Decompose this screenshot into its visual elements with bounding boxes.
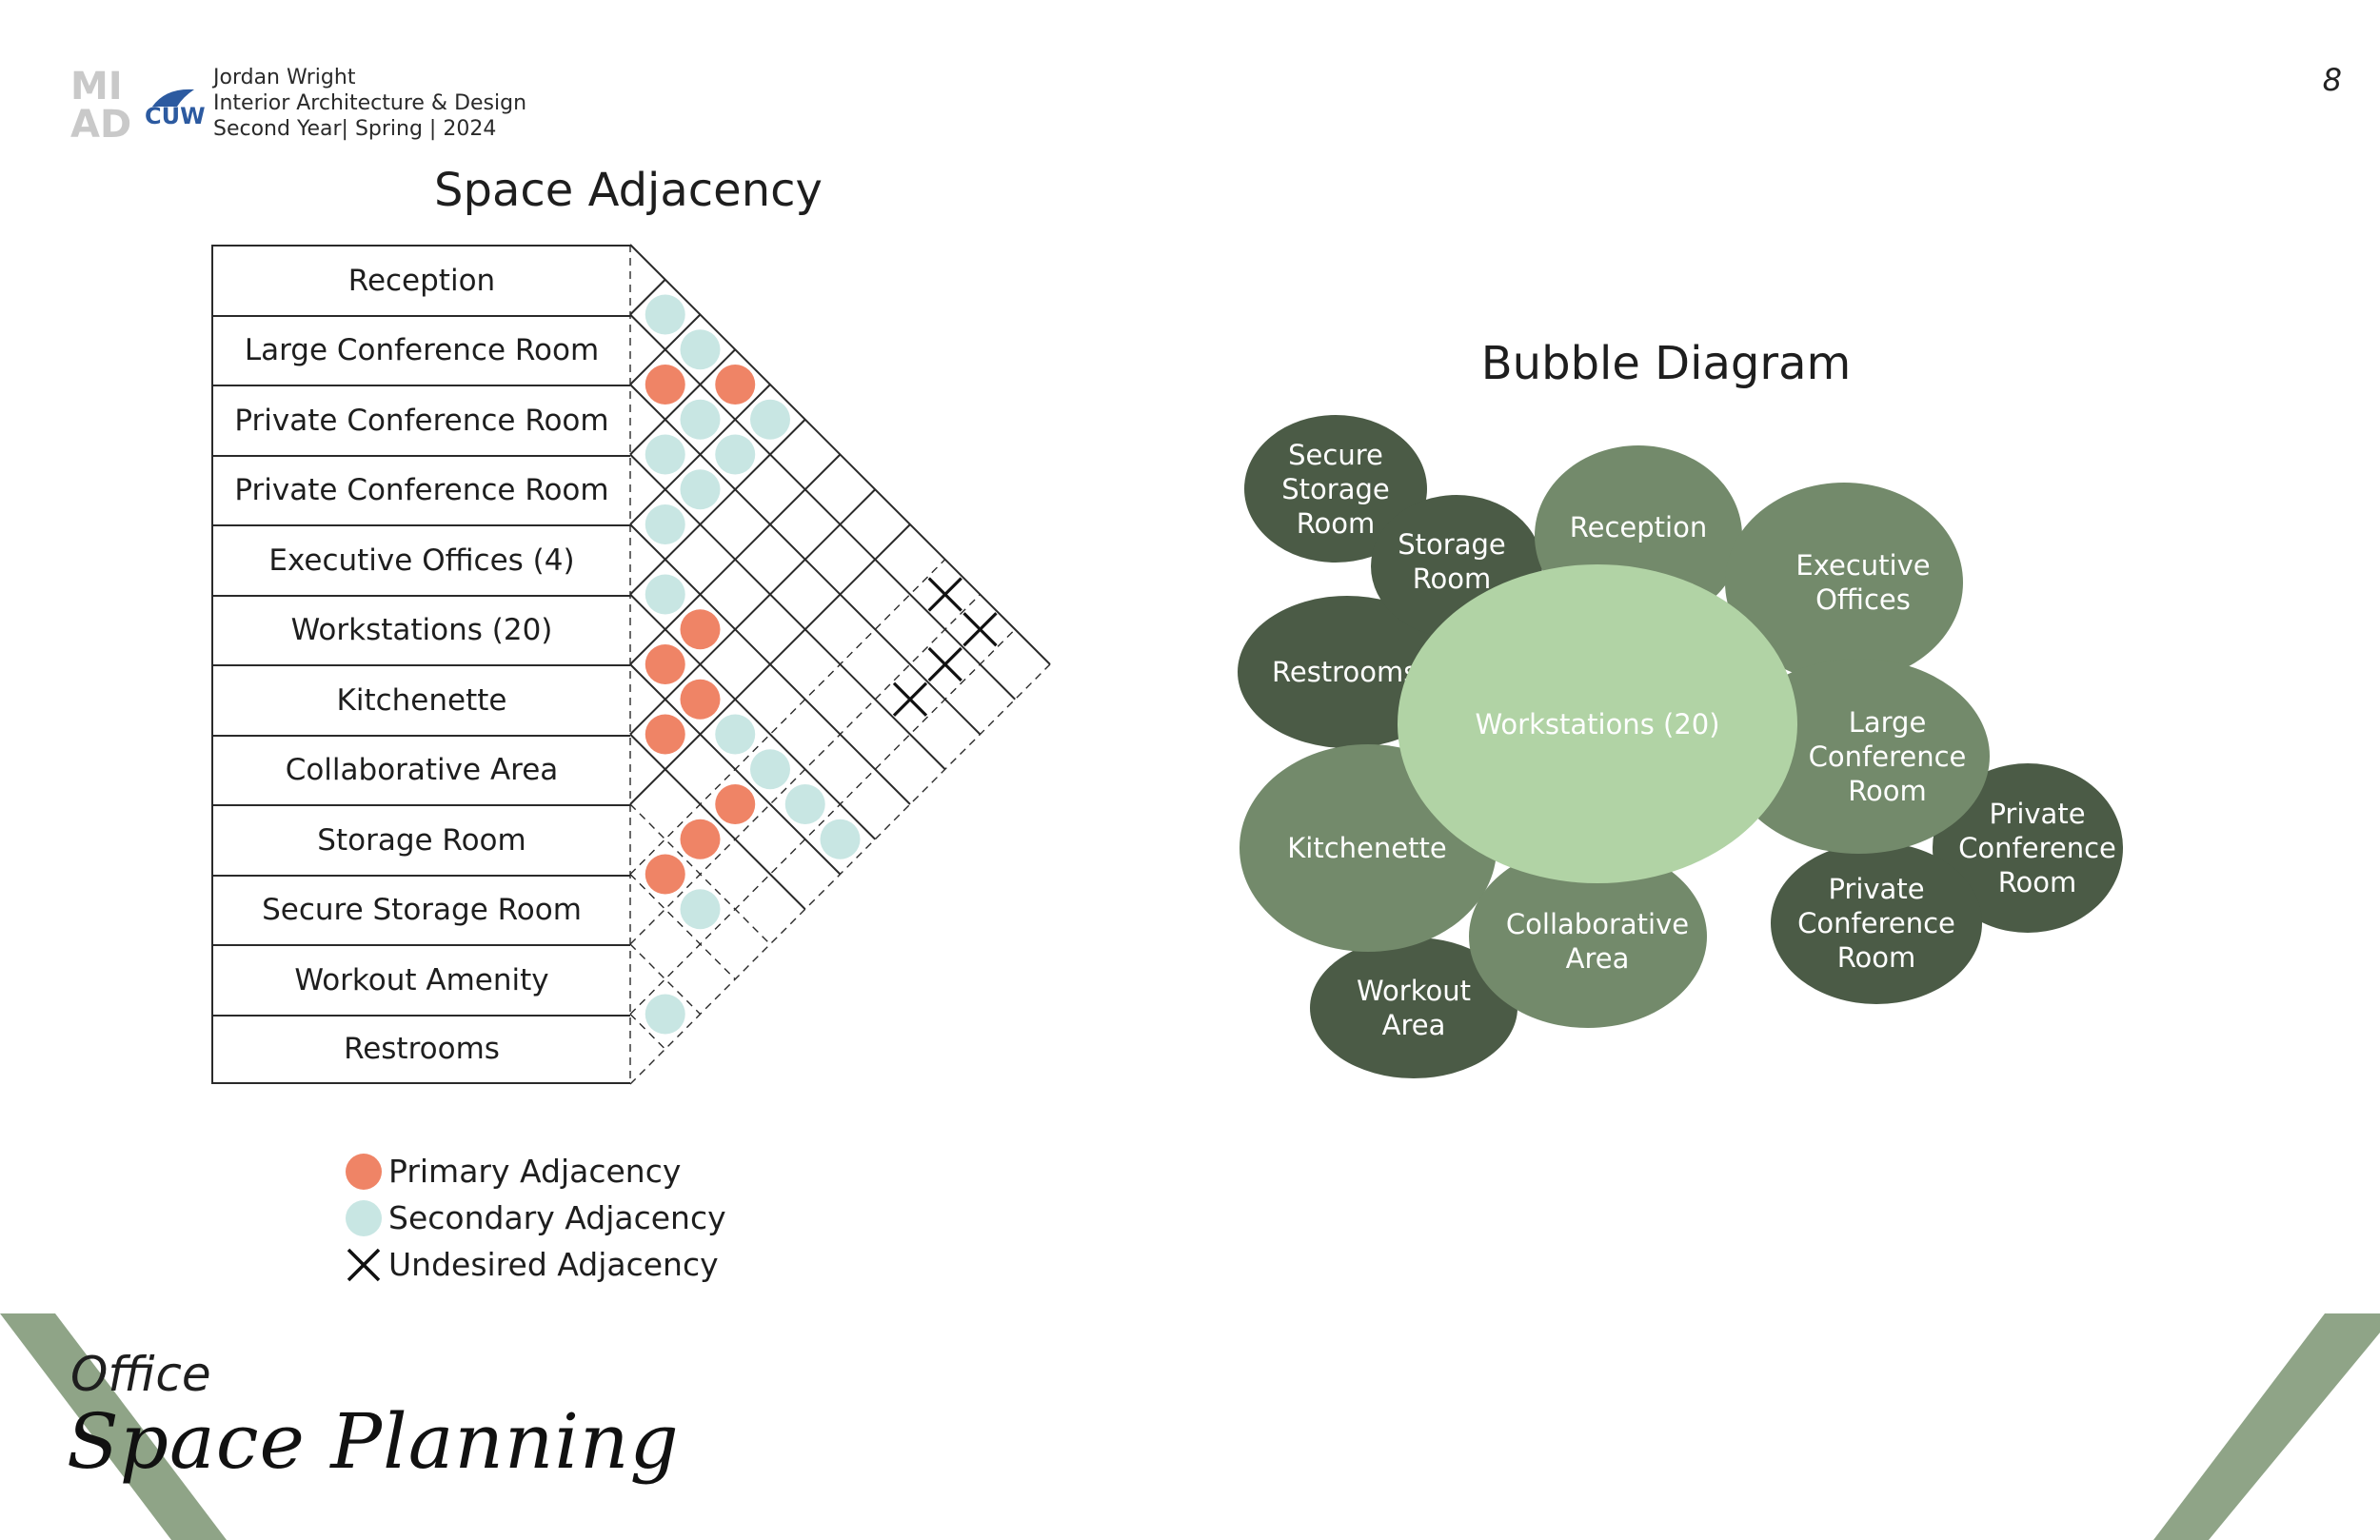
x-stroke bbox=[927, 646, 962, 682]
adjacency-row: Large Conference Room bbox=[211, 314, 630, 385]
footer-accent-bands bbox=[0, 1313, 2380, 1540]
matrix-grid-line bbox=[629, 594, 981, 945]
section-title: Space Planning bbox=[67, 1397, 680, 1486]
adjacency-row: Kitchenette bbox=[211, 664, 630, 735]
secondary-adjacency-dot bbox=[750, 399, 790, 440]
matrix-grid-line bbox=[629, 523, 911, 805]
adjacency-matrix bbox=[629, 244, 1051, 1085]
matrix-grid-line bbox=[629, 733, 806, 910]
secondary-adjacency-dot bbox=[645, 574, 685, 615]
matrix-grid-line bbox=[629, 1014, 666, 1050]
secondary-adjacency-dot bbox=[645, 434, 685, 475]
undesired-adjacency-mark bbox=[927, 646, 962, 682]
school-logo: MI AD CUW bbox=[70, 67, 206, 143]
logo-miad-bottom: AD bbox=[70, 103, 131, 143]
primary-adjacency-dot bbox=[680, 679, 721, 720]
adjacency-legend: Primary Adjacency Secondary Adjacency Un… bbox=[345, 1148, 726, 1288]
adjacency-row: Executive Offices (4) bbox=[211, 524, 630, 595]
matrix-grid-line bbox=[629, 348, 736, 456]
term-label: Second Year| Spring | 2024 bbox=[213, 117, 497, 141]
secondary-adjacency-dot bbox=[645, 504, 685, 544]
matrix-grid-line bbox=[629, 663, 1051, 1085]
left-accent-band bbox=[0, 1313, 227, 1540]
legend-undesired: Undesired Adjacency bbox=[345, 1241, 726, 1288]
adjacency-row: Private Conference Room bbox=[211, 454, 630, 524]
secondary-adjacency-dot bbox=[680, 469, 721, 510]
undesired-x-icon bbox=[347, 1248, 381, 1281]
undesired-adjacency-mark bbox=[927, 577, 962, 612]
logo-falcon-icon bbox=[152, 89, 194, 107]
adjacency-row: Restrooms bbox=[211, 1014, 630, 1084]
matrix-grid-line bbox=[629, 313, 702, 385]
x-stroke bbox=[892, 681, 928, 717]
primary-adjacency-dot bbox=[645, 714, 685, 755]
matrix-grid-line bbox=[629, 874, 736, 980]
primary-adjacency-dot bbox=[715, 784, 756, 824]
matrix-grid-line bbox=[629, 384, 771, 525]
logo-cuw: CUW bbox=[145, 103, 206, 129]
legend-secondary: Secondary Adjacency bbox=[345, 1194, 726, 1241]
secondary-adjacency-dot bbox=[680, 399, 721, 440]
section-office-label: Office bbox=[70, 1347, 211, 1402]
x-stroke bbox=[962, 612, 998, 647]
primary-adjacency-dot bbox=[645, 365, 685, 405]
primary-dot-icon bbox=[346, 1153, 382, 1190]
primary-adjacency-dot bbox=[645, 644, 685, 684]
secondary-adjacency-dot bbox=[750, 749, 790, 790]
page-number: 8 bbox=[2322, 62, 2342, 98]
adjacency-row: Storage Room bbox=[211, 804, 630, 875]
matrix-grid-line bbox=[629, 313, 1016, 701]
primary-adjacency-dot bbox=[715, 365, 756, 405]
undesired-adjacency-mark bbox=[962, 612, 998, 647]
adjacency-row: Collaborative Area bbox=[211, 734, 630, 804]
secondary-adjacency-dot bbox=[784, 784, 825, 824]
secondary-adjacency-dot bbox=[820, 819, 861, 859]
secondary-adjacency-dot bbox=[680, 329, 721, 370]
undesired-adjacency-mark bbox=[892, 681, 928, 717]
matrix-grid-line bbox=[629, 419, 806, 596]
author-name: Jordan Wright bbox=[213, 66, 356, 89]
secondary-dot-icon bbox=[346, 1199, 382, 1236]
adjacency-row: Reception bbox=[211, 245, 630, 315]
matrix-grid-line bbox=[629, 279, 666, 316]
matrix-grid-line bbox=[629, 628, 1016, 1015]
right-accent-band bbox=[2153, 1313, 2380, 1540]
primary-adjacency-dot bbox=[680, 609, 721, 650]
primary-adjacency-dot bbox=[680, 819, 721, 859]
secondary-adjacency-dot bbox=[645, 294, 685, 335]
matrix-grid-line bbox=[629, 593, 876, 840]
matrix-grid-line bbox=[629, 559, 946, 875]
adjacency-row: Workstations (20) bbox=[211, 594, 630, 664]
adjacency-row: Secure Storage Room bbox=[211, 874, 630, 944]
adjacency-row: Private Conference Room bbox=[211, 385, 630, 455]
x-stroke bbox=[927, 577, 962, 612]
bubble-diagram-title: Bubble Diagram bbox=[1480, 337, 1852, 390]
matrix-grid-line bbox=[629, 943, 701, 1015]
secondary-adjacency-dot bbox=[715, 714, 756, 755]
primary-adjacency-dot bbox=[645, 854, 685, 895]
secondary-adjacency-dot bbox=[645, 994, 685, 1035]
adjacency-row: Workout Amenity bbox=[211, 944, 630, 1015]
matrix-grid-line bbox=[629, 488, 876, 736]
secondary-adjacency-dot bbox=[715, 434, 756, 475]
space-adjacency-title: Space Adjacency bbox=[434, 164, 823, 217]
matrix-grid-line bbox=[629, 453, 946, 770]
secondary-adjacency-dot bbox=[680, 889, 721, 930]
logo-miad-top: MI bbox=[70, 67, 123, 109]
legend-primary: Primary Adjacency bbox=[345, 1148, 726, 1194]
matrix-grid-line bbox=[629, 453, 842, 665]
program-name: Interior Architecture & Design bbox=[213, 91, 527, 115]
bubble-workstations: Workstations (20) bbox=[1398, 564, 1797, 883]
